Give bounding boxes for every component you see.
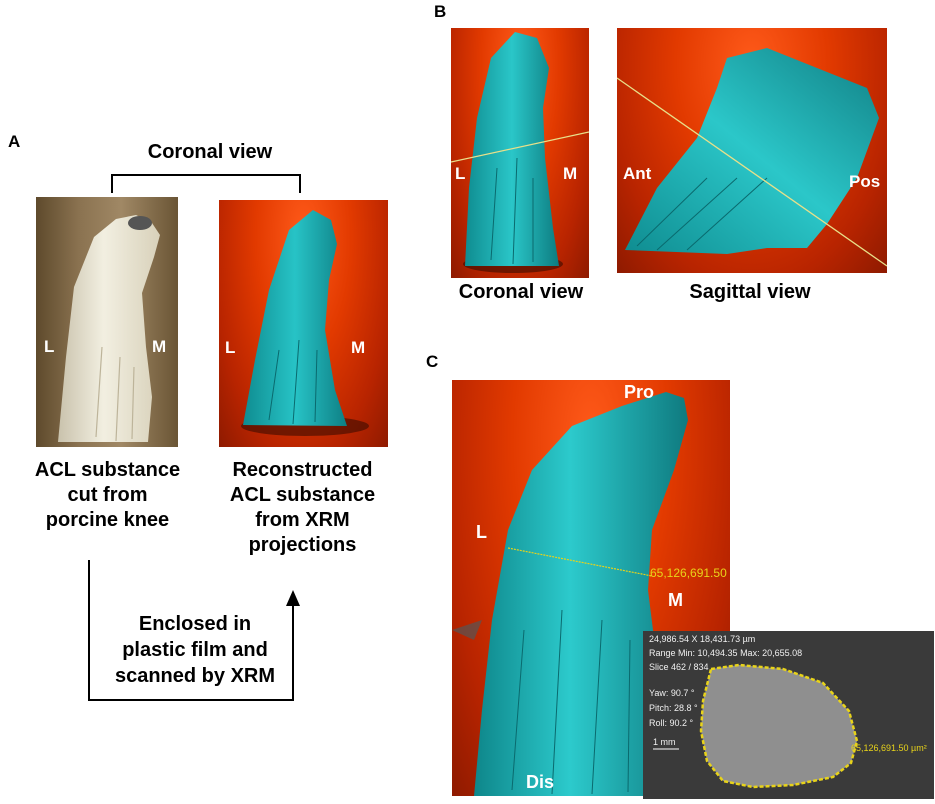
caption-left: ACL substance cut from porcine knee <box>10 458 205 533</box>
photo-label-m: M <box>152 337 167 356</box>
arrow-text-line-2: plastic film and <box>122 639 268 661</box>
caption-right-line-2: ACL substance <box>229 484 376 506</box>
caption-left-line-2: cut from <box>67 484 148 506</box>
label-pro: Pro <box>624 382 655 402</box>
panel-b-letter: B <box>434 2 447 21</box>
xrm-area-label: 65,126,691.50 µm² <box>851 743 927 753</box>
panel-a-letter: A <box>8 132 21 151</box>
process-arrow <box>88 560 300 701</box>
arrow-text: Enclosed in plastic film and scanned by … <box>100 611 290 689</box>
acl-reconstruction-a: L M <box>219 200 388 447</box>
xrm-line-1: 24,986.54 X 18,431.73 µm <box>649 634 756 644</box>
panel-c-letter: C <box>426 352 439 371</box>
caption-right-line-3: from XRM <box>255 509 350 531</box>
caption-right-line-1: Reconstructed <box>232 459 373 481</box>
sagittal-view-caption: Sagittal view <box>689 281 811 303</box>
xrm-roll: Roll: 90.2 ° <box>649 718 694 728</box>
caption-right-line-4: projections <box>248 534 357 556</box>
label-l: L <box>476 522 487 542</box>
caption-left-line-1: ACL substance <box>34 459 181 481</box>
coronal-view-caption: Coronal view <box>458 281 584 303</box>
sagittal-label-ant: Ant <box>623 164 652 183</box>
arrow-text-line-3: scanned by XRM <box>114 665 276 687</box>
coronal-view-image: L M <box>451 28 589 278</box>
sagittal-view-image: Ant Pos <box>617 28 887 273</box>
coronal-label-m: M <box>563 164 578 183</box>
xrm-line-3: Slice 462 / 834 <box>649 662 709 672</box>
coronal-label-l: L <box>455 164 466 183</box>
xrm-slice-inset: 24,986.54 X 18,431.73 µm Range Min: 10,4… <box>643 631 934 799</box>
sagittal-label-pos: Pos <box>849 172 881 191</box>
recon-a-label-m: M <box>351 338 366 357</box>
label-dis: Dis <box>526 772 555 792</box>
xrm-pitch: Pitch: 28.8 ° <box>649 703 698 713</box>
label-m: M <box>668 590 683 610</box>
photo-label-l: L <box>44 337 55 356</box>
coronal-bracket <box>111 174 301 193</box>
xrm-scale-bar-label: 1 mm <box>653 737 676 747</box>
caption-left-line-3: porcine knee <box>45 509 170 531</box>
xrm-line-2: Range Min: 10,494.35 Max: 20,655.08 <box>649 648 803 658</box>
coronal-view-bracket-label: Coronal view <box>147 141 273 163</box>
acl-photo: L M <box>36 197 178 447</box>
caption-right: Reconstructed ACL substance from XRM pro… <box>205 458 400 558</box>
recon-a-label-l: L <box>225 338 236 357</box>
arrow-text-line-1: Enclosed in <box>138 613 252 635</box>
xrm-yaw: Yaw: 90.7 ° <box>649 688 695 698</box>
area-measure-label: 65,126,691.50 µm² <box>650 566 730 580</box>
